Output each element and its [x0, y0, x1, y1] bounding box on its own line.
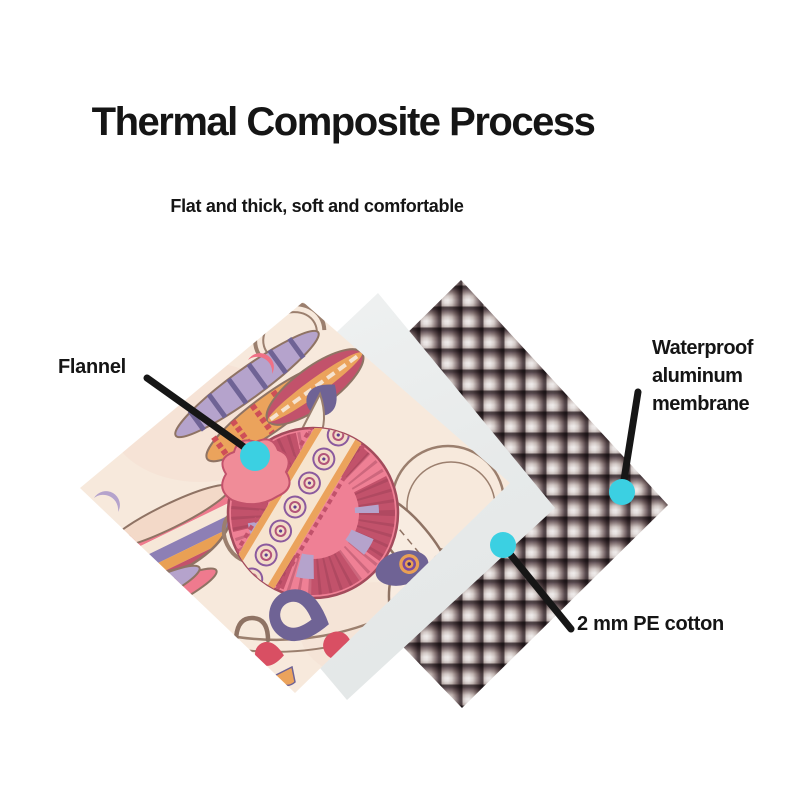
- teapot-motif: [221, 391, 400, 600]
- page-title: Thermal Composite Process: [91, 100, 596, 144]
- page-subtitle: Flat and thick, soft and comfortable: [170, 196, 464, 216]
- flannel-label: Flannel: [58, 356, 126, 378]
- aluminum-membrane-label: Waterproof aluminum membrane: [652, 337, 753, 415]
- pink-crescent-motif: [248, 353, 274, 374]
- curve-detail: [233, 615, 271, 645]
- pe-cotton-label: 2 mm PE cotton: [577, 613, 724, 635]
